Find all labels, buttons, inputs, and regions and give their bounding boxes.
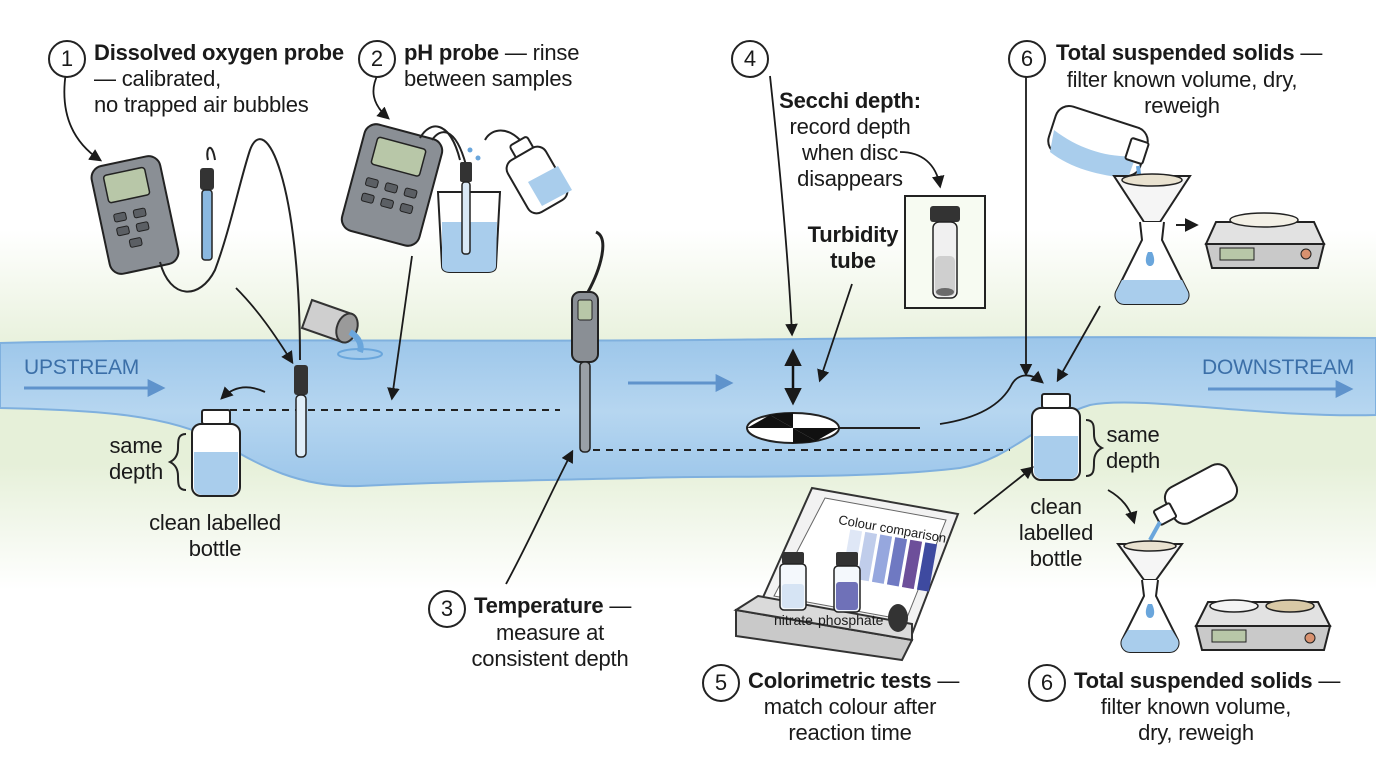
colour-swatch — [856, 531, 878, 582]
wash-bottle-icon — [467, 129, 572, 215]
step-6b-detail-line2: dry, reweigh — [1138, 720, 1254, 745]
bottle-left-depth-label: same depth — [104, 433, 168, 485]
turbidity-tube-icon — [904, 195, 986, 309]
step-1-detail: no trapped air bubbles — [94, 92, 309, 117]
flow-label-downstream: DOWNSTREAM — [1202, 356, 1354, 379]
step-2-label: pH probe — rinse between samples — [404, 40, 634, 92]
colour-swatch — [871, 534, 893, 584]
do-meter-icon — [90, 138, 301, 361]
step-5-title-line: Colorimetric tests — — [748, 668, 988, 694]
step-6a-dash: — — [1294, 40, 1323, 65]
step-4-detail-line3: disappears — [797, 166, 903, 191]
step-6a-title: Total suspended solids — [1056, 40, 1295, 65]
sample-bottle-left-icon — [191, 409, 241, 497]
step-2-dash: — rinse — [498, 40, 580, 65]
step-3-detail: measure at consistent depth — [450, 620, 650, 672]
step-6a-title-line: Total suspended solids — — [1056, 40, 1356, 66]
step-3-title-line: Temperature — — [474, 593, 674, 619]
step-3-detail-line2: consistent depth — [471, 646, 629, 671]
bottle-right-label: clean labelled bottle — [1006, 494, 1106, 572]
bottle-right-depth-label: same depth — [1100, 422, 1166, 474]
bottle-left-depth-line2: depth — [108, 459, 164, 484]
step-6b-detail: filter known volume, dry, reweigh — [1076, 694, 1316, 746]
step-3-dash: — — [603, 593, 632, 618]
bottle-right-label-line2: labelled — [1018, 520, 1094, 545]
step-2-detail: between samples — [404, 66, 573, 91]
step-6a-detail-line2: reweigh — [1144, 93, 1220, 118]
tss-pour-bottle-top-icon — [1047, 105, 1150, 183]
tss-pour-bottle-bottom-icon — [1148, 463, 1239, 541]
step-2-number: 2 — [358, 40, 396, 78]
step-2-title: pH probe — [404, 40, 499, 65]
colour-swatch — [916, 542, 938, 592]
step-6a-number: 6 — [1008, 40, 1046, 78]
step-3-detail-line1: measure at — [495, 620, 605, 645]
bottle-left-label-line2: bottle — [188, 536, 242, 561]
bottle-right-label-line3: bottle — [1029, 546, 1083, 571]
step-1-number: 1 — [48, 40, 86, 78]
secchi-disc-icon — [746, 348, 920, 444]
phosphate-vial-icon — [833, 552, 861, 613]
flow-label-upstream: UPSTREAM — [24, 356, 140, 379]
step-5-detail-line1: match colour after — [763, 694, 937, 719]
step-6a-detail-line1: filter known volume, dry, — [1066, 67, 1298, 92]
step-6b-detail-line1: filter known volume, — [1100, 694, 1292, 719]
temperature-probe-icon — [571, 230, 605, 453]
step-6a-detail: filter known volume, dry, reweigh — [1050, 67, 1314, 119]
bracket-right — [1085, 419, 1105, 477]
colorimetric-kit-icon — [733, 486, 960, 662]
ph-meter-icon — [340, 123, 467, 247]
step-5-title: Colorimetric tests — [748, 668, 932, 693]
colour-swatch — [886, 537, 908, 587]
step-1-label: Dissolved oxygen probe — calibrated, no … — [94, 40, 354, 118]
bottle-right-label-line1: clean — [1030, 494, 1082, 519]
bottle-left-depth-line1: same — [109, 433, 163, 458]
step-3-number: 3 — [428, 590, 466, 628]
nitrate-label: nitrate — [774, 612, 813, 628]
bottle-right-depth-line2: depth — [1105, 448, 1161, 473]
step-6b-number: 6 — [1028, 664, 1066, 702]
do-probe-in-water — [294, 365, 308, 458]
step-5-detail-line2: reaction time — [788, 720, 912, 745]
balance-bottom-icon — [1194, 599, 1332, 651]
tss-funnel-flask-top-icon — [1112, 173, 1192, 305]
bracket-left — [167, 433, 187, 491]
step-5-detail: match colour after reaction time — [730, 694, 970, 746]
callout-arrows — [63, 71, 1138, 585]
step-3-title: Temperature — [474, 593, 604, 618]
outfall-pipe — [300, 298, 383, 360]
phosphate-label: phosphate — [818, 612, 884, 628]
tss-funnel-flask-bottom-icon — [1116, 540, 1184, 653]
step-6b-title-line: Total suspended solids — — [1074, 668, 1364, 694]
balance-top-icon — [1204, 212, 1326, 269]
step-4-detail-line1: record depth — [789, 114, 911, 139]
beaker-icon — [436, 162, 502, 273]
bottle-left-label: clean labelled bottle — [130, 510, 300, 562]
step-5-dash: — — [931, 668, 960, 693]
step-1-title: Dissolved oxygen probe — [94, 40, 344, 65]
step-4-number: 4 — [731, 40, 769, 78]
nitrate-vial-icon — [779, 552, 807, 611]
step-5-number: 5 — [702, 664, 740, 702]
turbidity-tube-label: Turbidity tube — [807, 222, 899, 273]
bottle-right-depth-line1: same — [1106, 422, 1160, 447]
step-4-title: Secchi depth: — [779, 88, 921, 113]
step-6b-dash: — — [1312, 668, 1341, 693]
colour-swatch — [901, 539, 923, 590]
sample-bottle-right-icon — [1031, 393, 1081, 481]
bottle-left-label-line1: clean labelled — [149, 510, 281, 535]
step-6b-title: Total suspended solids — [1074, 668, 1313, 693]
step-1-dash: — calibrated, — [94, 66, 222, 91]
step-4-detail-line2: when disc — [801, 140, 899, 165]
step-4-label: Secchi depth: record depth when disc dis… — [760, 88, 940, 192]
